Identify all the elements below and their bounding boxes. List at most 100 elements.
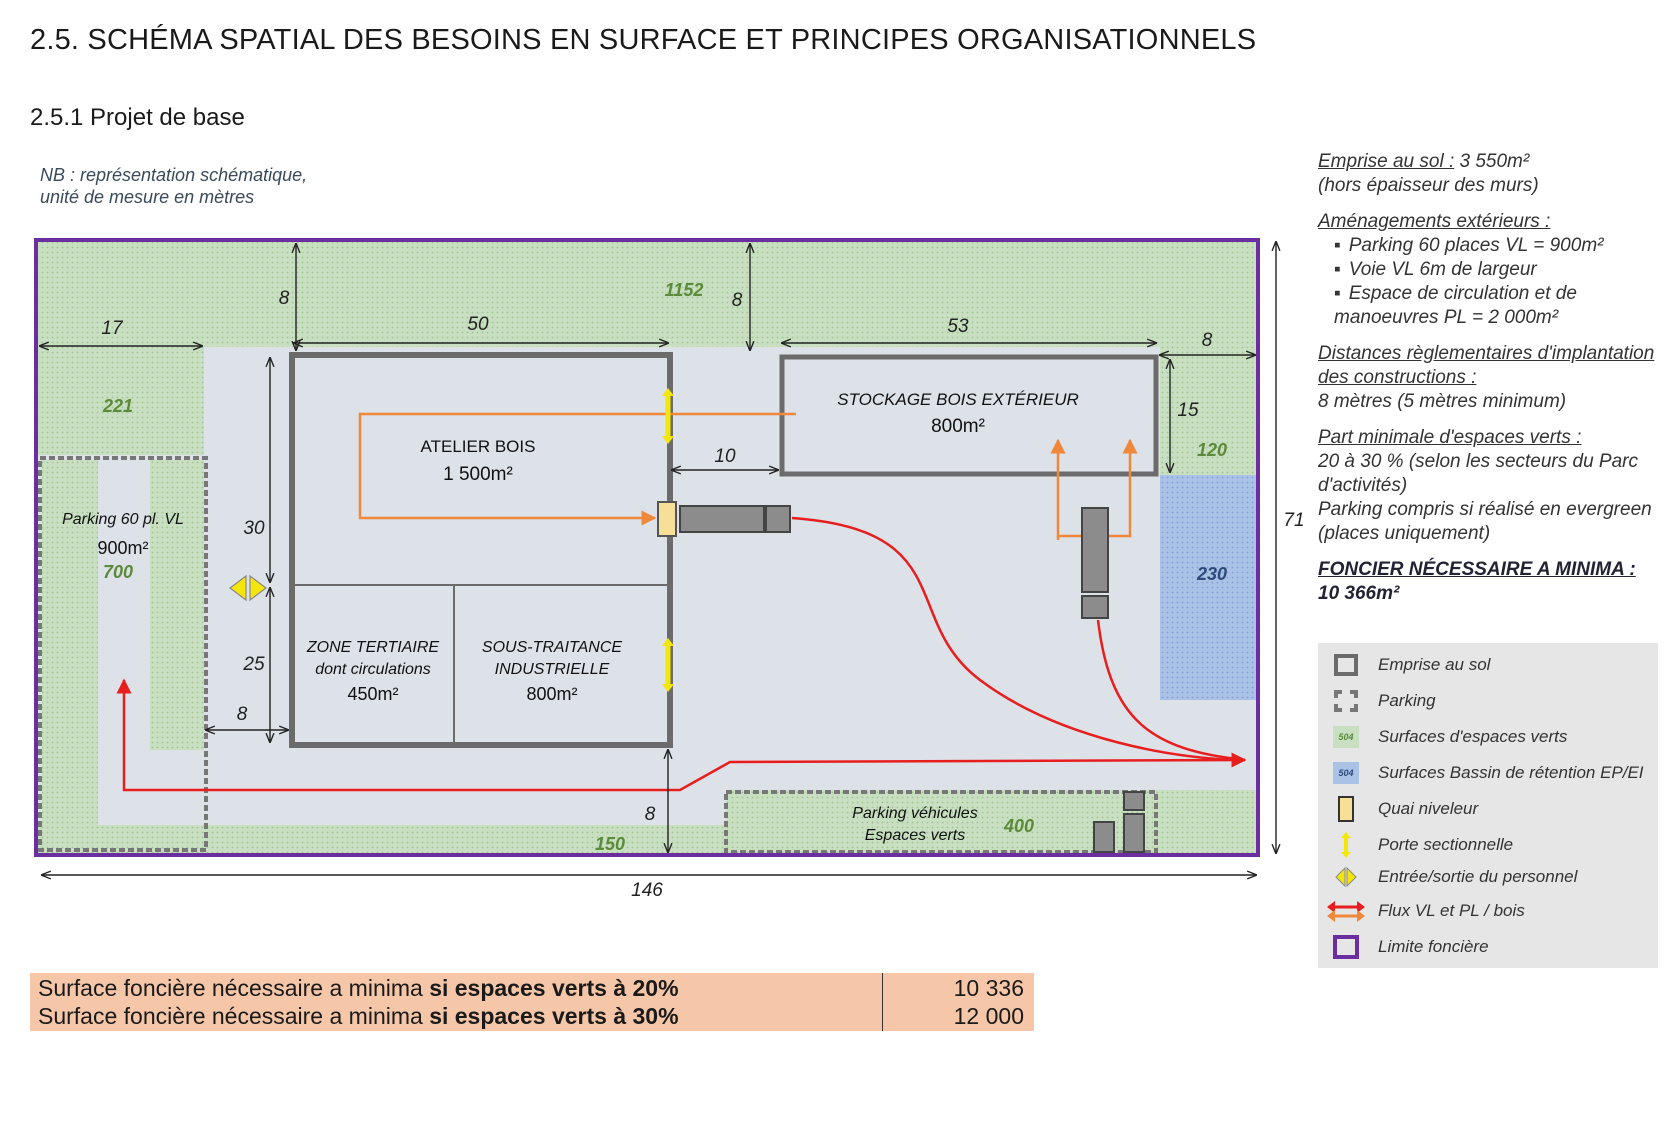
quai-niveleur — [657, 501, 677, 537]
summary-value: 12 000 — [953, 1003, 1024, 1029]
vehicle-3 — [1123, 813, 1145, 853]
truck-stockage-cab — [1081, 595, 1109, 619]
parking-vehicules-line2: Espaces verts — [865, 827, 965, 844]
summary-value: 10 336 — [953, 975, 1024, 1001]
legend-item-porte: Porte sectionnelle — [1318, 829, 1513, 861]
dim-71-label: 71 — [1283, 510, 1304, 531]
green-swatch-icon: 504 — [1333, 726, 1359, 748]
dim-8-right-label: 8 — [1202, 330, 1213, 351]
green-value-bottom: 150 — [595, 834, 625, 854]
amenagement-item: Espace de circulation et de manoeuvres P… — [1334, 282, 1658, 330]
section-subtitle: 2.5.1 Projet de base — [30, 104, 245, 131]
dim-25-label: 25 — [242, 654, 265, 675]
legend-label: Quai niveleur — [1378, 799, 1479, 818]
dim-15-label: 15 — [1177, 400, 1199, 421]
sous-traitance-area: 800m² — [526, 684, 577, 704]
parking-swatch-icon — [1334, 690, 1358, 712]
legend-item-entree: Entrée/sortie du personnel — [1318, 861, 1577, 893]
page-title: 2.5. SCHÉMA SPATIAL DES BESOINS EN SURFA… — [30, 24, 1257, 56]
flow-red-main — [791, 516, 1247, 768]
stockage-name: STOCKAGE BOIS EXTÉRIEUR — [837, 390, 1079, 409]
truck-body — [679, 505, 765, 533]
legend-item-green: 504 Surfaces d'espaces verts — [1318, 721, 1567, 753]
distances-value: 8 mètres (5 mètres minimum) — [1318, 391, 1567, 412]
vehicle-2 — [1123, 791, 1145, 811]
summary-row-20: Surface foncière nécessaire a minima si … — [38, 975, 1024, 1003]
green-zone-parking-right — [150, 460, 204, 750]
summary-prefix: Surface foncière nécessaire a minima — [38, 975, 430, 1001]
parking-vl-green: 700 — [103, 562, 133, 582]
dim-53-label: 53 — [947, 316, 969, 337]
tertiaire-line2: dont circulations — [315, 661, 431, 678]
info-part: Part minimale d'espaces verts : 20 à 30 … — [1318, 426, 1658, 546]
truck-cab — [765, 505, 791, 533]
amenagement-item: Parking 60 places VL = 900m² — [1334, 234, 1658, 258]
distances-label: Distances règlementaires d'implantation … — [1318, 343, 1655, 388]
parking-vehicules-line1: Parking véhicules — [852, 805, 977, 822]
basin-swatch-icon: 504 — [1333, 762, 1359, 784]
parking-vl-name: Parking 60 pl. VL — [62, 511, 184, 528]
parking-vehicules-outline — [724, 790, 1158, 854]
summary-table: Surface foncière nécessaire a minima si … — [30, 973, 1034, 1031]
porte-sectionnelle-top — [662, 388, 674, 444]
parking-vl-outline — [38, 456, 208, 852]
basin-value: 230 — [1196, 564, 1227, 584]
emprise-swatch-icon — [1334, 654, 1358, 676]
green-value-right: 120 — [1197, 440, 1227, 460]
green-zone-right — [1160, 347, 1258, 475]
legend-label: Parking — [1378, 691, 1436, 710]
legend-label: Surfaces Bassin de rétention EP/EI — [1378, 763, 1644, 782]
summary-label: Surface foncière nécessaire a minima si … — [38, 1003, 914, 1031]
legend-label: Limite foncière — [1378, 937, 1489, 956]
foncier-label: FONCIER NÉCESSAIRE A MINIMA : — [1318, 559, 1636, 580]
quai-swatch-icon — [1338, 796, 1354, 822]
dim-8-top-left-label: 8 — [279, 288, 290, 309]
amenagements-label: Aménagements extérieurs : — [1318, 211, 1551, 232]
legend-label: Surfaces d'espaces verts — [1378, 727, 1568, 746]
summary-label: Surface foncière nécessaire a minima si … — [38, 975, 914, 1003]
dim-146-label: 146 — [631, 880, 663, 901]
green-zone-left — [36, 347, 204, 455]
dim-30-label: 30 — [243, 518, 265, 539]
emprise-label: Emprise au sol : — [1318, 151, 1455, 172]
parking-vehicules-green: 400 — [1003, 816, 1034, 836]
legend-item-basin: 504 Surfaces Bassin de rétention EP/EI — [1318, 757, 1644, 789]
dim-17-label: 17 — [101, 318, 124, 339]
part-label: Part minimale d'espaces verts : — [1318, 427, 1582, 448]
summary-bold: si espaces verts à 30% — [429, 1003, 679, 1029]
info-distances: Distances règlementaires d'implantation … — [1318, 342, 1658, 414]
emprise-value: 3 550m² — [1454, 151, 1530, 172]
tertiaire-line1: ZONE TERTIAIRE — [306, 639, 439, 656]
summary-divider — [882, 973, 883, 1031]
dim-50-label: 50 — [467, 314, 489, 335]
green-value-top: 1152 — [665, 280, 704, 300]
scale-note-line2: unité de mesure en mètres — [40, 187, 255, 207]
stockage-area: 800m² — [931, 416, 985, 437]
flow-orange-atelier — [358, 412, 796, 526]
flow-orange-stockage-left — [1050, 438, 1082, 538]
flow-red-stockage — [1096, 619, 1246, 762]
info-amenagements: Aménagements extérieurs : Parking 60 pla… — [1318, 210, 1658, 330]
flow-red-return — [116, 678, 1246, 792]
entree-personnel-legend-icon — [1335, 866, 1357, 888]
legend-item-flux: Flux VL et PL / bois — [1318, 895, 1525, 927]
summary-prefix: Surface foncière nécessaire a minima — [38, 1003, 430, 1029]
part-value: 20 à 30 % (selon les secteurs du Parc d'… — [1318, 451, 1639, 496]
foncier-value: 10 366m² — [1318, 583, 1400, 604]
dim-8-bottom-label: 8 — [645, 804, 656, 825]
scale-note-line1: NB : représentation schématique, — [40, 165, 308, 185]
legend-item-emprise: Emprise au sol — [1318, 649, 1490, 681]
atelier-building — [289, 352, 673, 748]
flux-icon — [1327, 901, 1365, 922]
truck-stockage-body — [1081, 507, 1109, 593]
amenagement-item: Voie VL 6m de largeur — [1334, 258, 1658, 282]
legend-label: Flux VL et PL / bois — [1378, 901, 1525, 920]
porte-sectionnelle-icon — [1341, 832, 1351, 858]
emprise-note: (hors épaisseur des murs) — [1318, 175, 1539, 196]
info-foncier: FONCIER NÉCESSAIRE A MINIMA : 10 366m² — [1318, 558, 1658, 606]
retention-basin — [1160, 475, 1258, 700]
sous-traitance-line2: INDUSTRIELLE — [495, 661, 610, 678]
flow-orange-stockage-right — [1108, 438, 1138, 538]
vehicle-1 — [1093, 821, 1115, 853]
